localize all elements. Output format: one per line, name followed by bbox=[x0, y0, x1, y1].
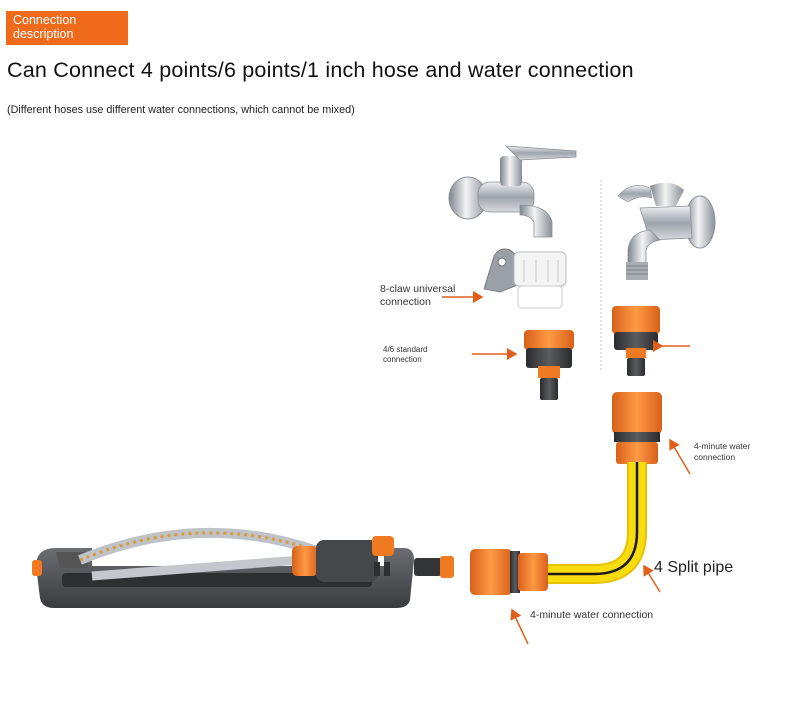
std-label-line-1: 4/6 standard bbox=[383, 345, 427, 355]
claw-connection-label: 8-claw universal connection bbox=[380, 283, 455, 309]
split-pipe-label: 4 Split pipe bbox=[654, 558, 733, 578]
claw-label-line-2: connection bbox=[380, 296, 455, 309]
standard-connector-right-icon bbox=[612, 306, 660, 376]
minute-label-line-1: 4-minute water bbox=[694, 441, 750, 452]
minute-label-line-2: connection bbox=[694, 452, 750, 463]
faucet-right-icon bbox=[618, 183, 715, 280]
faucet-left-icon bbox=[449, 146, 576, 237]
standard-connection-label: 4/6 standard connection bbox=[383, 345, 427, 366]
sprinkler-icon bbox=[32, 533, 454, 608]
four-minute-connection-label: 4-minute water connection bbox=[694, 441, 750, 462]
claw-label-line-1: 8-claw universal bbox=[380, 283, 455, 296]
claw-connector-icon bbox=[484, 249, 566, 308]
std-label-line-2: connection bbox=[383, 355, 427, 365]
vertical-hose-connector-icon bbox=[612, 392, 662, 464]
standard-connector-left-icon bbox=[524, 330, 574, 400]
four-minute-connection-bottom-label: 4-minute water connection bbox=[530, 609, 653, 622]
horizontal-hose-connector-icon bbox=[470, 549, 548, 595]
